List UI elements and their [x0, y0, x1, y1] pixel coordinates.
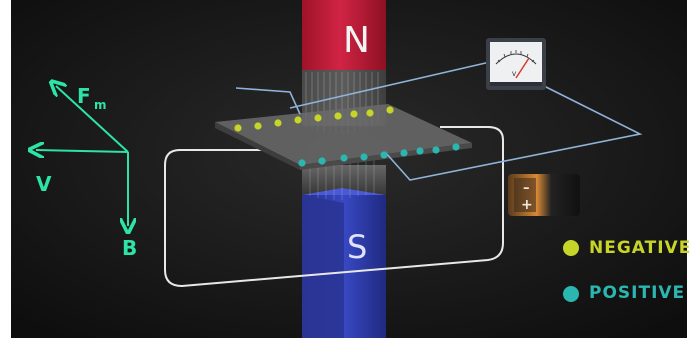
current-loop	[164, 126, 504, 288]
velocity-vector	[36, 150, 129, 152]
south-pole-label: S	[347, 228, 368, 266]
voltmeter-wires	[235, 61, 643, 181]
force-label: F	[77, 84, 91, 108]
vector-diagram	[36, 86, 128, 226]
velocity-label: V	[36, 172, 52, 196]
force-vector	[56, 86, 129, 153]
battery-plus-label: +	[521, 197, 533, 213]
positive-charges	[298, 143, 460, 167]
negative-legend-label: NEGATIVE	[589, 238, 692, 258]
south-magnet	[302, 160, 386, 338]
voltmeter-unit-label: V	[512, 71, 517, 78]
force-subscript: m	[94, 98, 107, 112]
negative-legend-dot	[563, 240, 579, 256]
battery-minus-label: –	[523, 181, 530, 196]
north-pole-label: N	[343, 20, 370, 61]
battery-icon	[508, 174, 580, 216]
voltmeter-icon	[486, 38, 546, 90]
positive-legend-dot	[563, 286, 579, 302]
positive-legend-label: POSITIVE	[589, 283, 686, 303]
negative-charges	[234, 106, 394, 132]
field-label: B	[122, 236, 138, 260]
